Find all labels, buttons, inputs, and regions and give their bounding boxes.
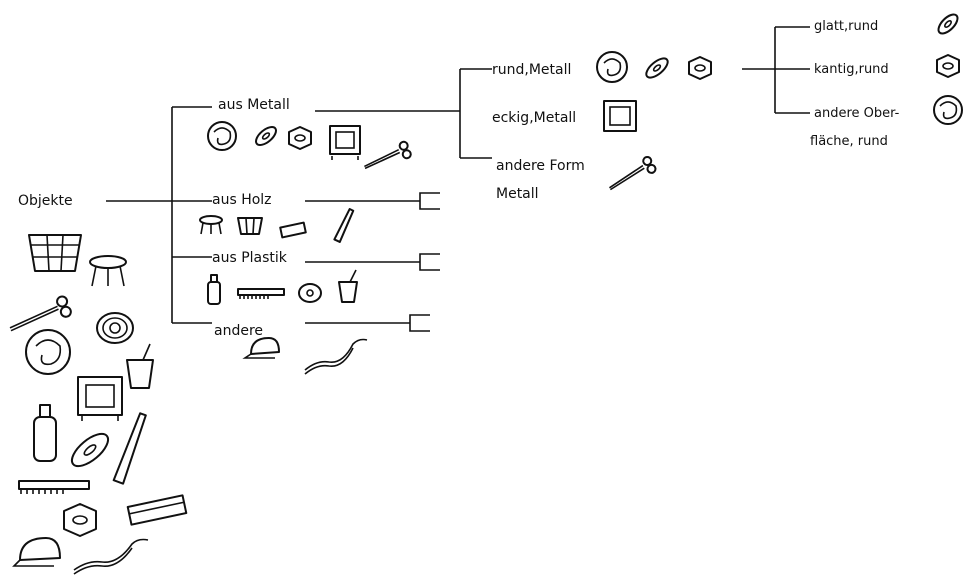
open-bracket-plastic xyxy=(420,254,440,270)
comb-icon xyxy=(238,289,284,299)
soap-box-icon xyxy=(128,495,187,524)
subcategory-round-metal-label: rund,Metall xyxy=(492,62,571,78)
coil-icon xyxy=(934,96,962,124)
cup-icon xyxy=(127,344,153,388)
rope-icon xyxy=(305,340,367,375)
category-other-label: andere xyxy=(214,323,263,339)
safe-icon xyxy=(330,126,360,160)
cd-icon xyxy=(299,284,321,302)
stool-icon xyxy=(90,256,126,286)
basket-icon xyxy=(238,218,262,234)
cap-icon xyxy=(245,338,279,358)
open-bracket-wood xyxy=(420,193,440,209)
scissors-icon xyxy=(361,141,412,173)
leaf-other-surface-label-2: fläche, rund xyxy=(810,134,888,150)
coil-icon xyxy=(26,330,70,374)
nut-icon xyxy=(937,55,959,77)
category-metal-label: aus Metall xyxy=(218,97,290,113)
bottle-icon xyxy=(208,275,220,304)
bottle-icon xyxy=(34,405,56,461)
washer-icon xyxy=(67,428,114,472)
block-icon xyxy=(280,223,306,238)
cup-icon xyxy=(339,270,357,302)
leaf-smooth-round-label: glatt,rund xyxy=(814,19,878,35)
washer-icon xyxy=(253,124,279,149)
coil-icon xyxy=(597,52,627,82)
root-label: Objekte xyxy=(18,193,73,209)
nut-icon xyxy=(289,127,311,149)
cd-icon xyxy=(97,313,133,343)
leaf-other-surface-label-1: andere Ober- xyxy=(814,106,899,122)
basket-icon xyxy=(29,235,81,271)
subcategory-square-metal-label: eckig,Metall xyxy=(492,110,576,126)
washer-icon xyxy=(643,55,671,81)
washer-icon xyxy=(935,11,960,36)
subcategory-other-form-label-2: Metall xyxy=(496,186,539,202)
bat-icon xyxy=(114,413,148,484)
comb-icon xyxy=(19,481,89,494)
cap-icon xyxy=(14,538,60,566)
safe-icon xyxy=(604,101,636,131)
leaf-edged-round-label: kantig,rund xyxy=(814,62,889,78)
category-wood-label: aus Holz xyxy=(212,192,272,208)
safe-icon xyxy=(78,377,122,421)
category-plastic-label: aus Plastik xyxy=(212,250,287,266)
open-bracket-other xyxy=(410,315,430,331)
scissors-icon xyxy=(605,156,657,194)
rope-icon xyxy=(74,540,148,575)
scissors-icon xyxy=(6,295,72,336)
bat-icon xyxy=(334,209,354,242)
stool-icon xyxy=(200,216,222,234)
nut-icon xyxy=(689,57,711,79)
coil-icon xyxy=(208,122,236,150)
nut-icon xyxy=(64,504,96,536)
subcategory-other-form-label-1: andere Form xyxy=(496,158,585,174)
